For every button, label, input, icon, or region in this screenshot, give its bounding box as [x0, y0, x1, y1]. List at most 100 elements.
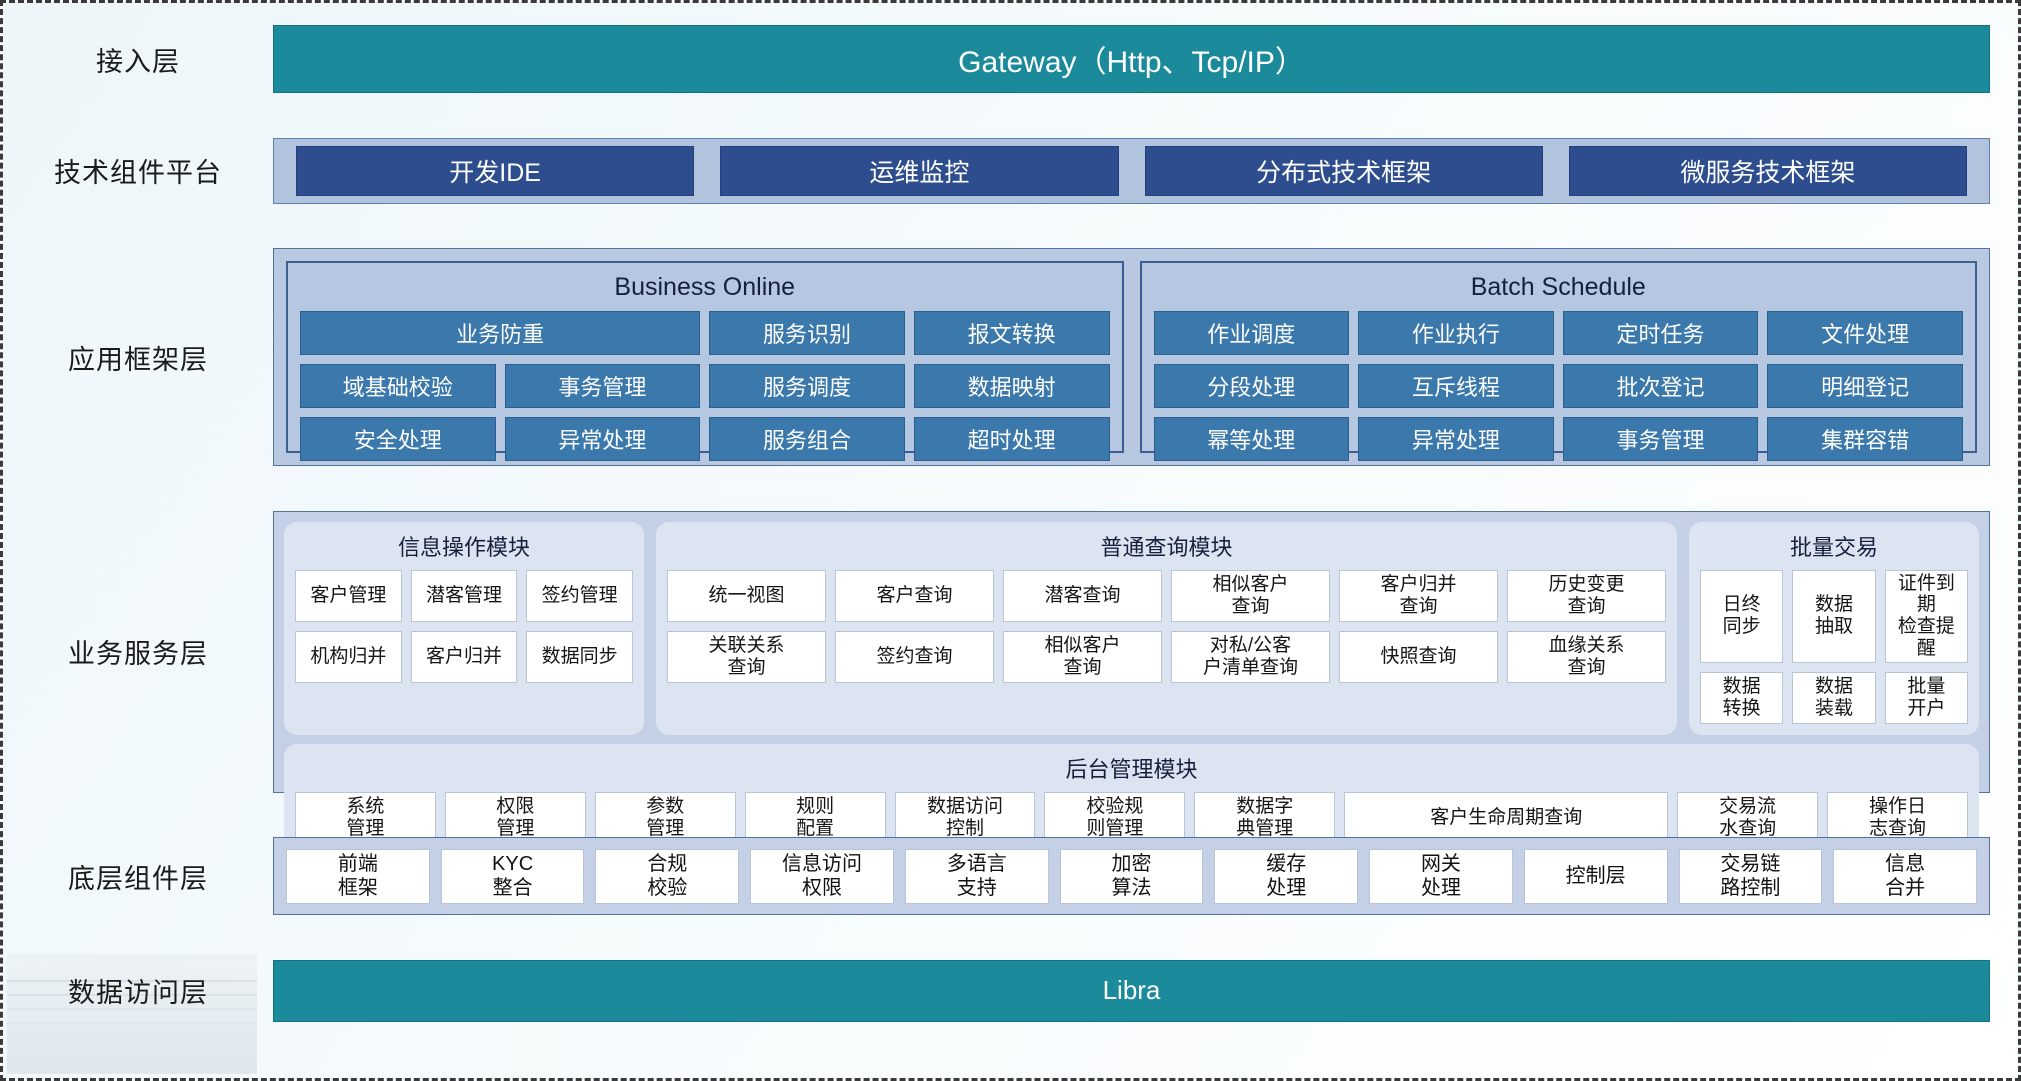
query-cell-0[interactable]: 统一视图: [667, 569, 826, 622]
bs-cell-3[interactable]: 文件处理: [1767, 311, 1963, 355]
component-cell-6[interactable]: 缓存处理: [1214, 849, 1359, 905]
bo-cell-4[interactable]: 事务管理: [504, 364, 701, 408]
business-online-grid: 业务防重 服务识别 报文转换 域基础校验 事务管理 服务调度 数据映射 安全处理…: [300, 311, 1110, 461]
batch-cell-0[interactable]: 日终同步: [1700, 569, 1784, 663]
batch-transaction-module: 批量交易 日终同步 数据抽取 证件到期检查提醒 数据转换 数据装载 批量开户: [1689, 521, 1979, 735]
query-cell-3[interactable]: 相似客户查询: [1171, 569, 1330, 622]
component-cell-9[interactable]: 交易链路控制: [1678, 849, 1823, 905]
bo-cell-10[interactable]: 超时处理: [913, 417, 1110, 461]
query-cell-5[interactable]: 历史变更查询: [1507, 569, 1666, 622]
bo-cell-6[interactable]: 数据映射: [913, 364, 1110, 408]
query-cell-6[interactable]: 关联关系查询: [667, 630, 826, 683]
info-cell-2[interactable]: 签约管理: [526, 569, 633, 622]
bs-cell-6[interactable]: 批次登记: [1562, 364, 1759, 408]
query-cell-9[interactable]: 对私/公客户清单查询: [1171, 630, 1330, 683]
business-service-body: 信息操作模块 客户管理 潜客管理 签约管理 机构归并 客户归并 数据同步 普通查…: [273, 510, 1990, 855]
bs-cell-9[interactable]: 异常处理: [1358, 417, 1554, 461]
tech-platform-body: 开发IDE 运维监控 分布式技术框架 微服务技术框架: [273, 137, 1990, 204]
batch-schedule-panel: Batch Schedule 作业调度 作业执行 定时任务 文件处理 分段处理 …: [1139, 261, 1977, 461]
app-framework-body: Business Online 业务防重 服务识别 报文转换 域基础校验 事务管…: [273, 248, 1990, 466]
bs-cell-0[interactable]: 作业调度: [1153, 311, 1350, 355]
admin-cell-2[interactable]: 参数管理: [594, 791, 736, 844]
tech-item-distributed-framework[interactable]: 分布式技术框架: [1144, 145, 1543, 196]
bs-cell-2[interactable]: 定时任务: [1562, 311, 1759, 355]
query-module-cells: 统一视图 客户查询 潜客查询 相似客户查询 客户归并查询 历史变更查询 关联关系…: [667, 569, 1666, 683]
batch-schedule-grid: 作业调度 作业执行 定时任务 文件处理 分段处理 互斥线程 批次登记 明细登记 …: [1153, 311, 1963, 461]
bo-cell-2[interactable]: 报文转换: [913, 311, 1110, 355]
component-cell-10[interactable]: 信息合并: [1833, 849, 1977, 905]
app-framework-panel: Business Online 业务防重 服务识别 报文转换 域基础校验 事务管…: [273, 248, 1990, 466]
bs-cell-11[interactable]: 集群容错: [1767, 417, 1963, 461]
business-online-title: Business Online: [614, 273, 796, 301]
bs-cell-10[interactable]: 事务管理: [1562, 417, 1759, 461]
query-cell-7[interactable]: 签约查询: [835, 630, 994, 683]
bo-cell-0[interactable]: 业务防重: [300, 311, 701, 355]
data-access-bar[interactable]: Libra: [273, 959, 1990, 1022]
batch-cell-1[interactable]: 数据抽取: [1792, 569, 1876, 663]
admin-cell-8[interactable]: 交易流水查询: [1677, 791, 1819, 844]
admin-module-cells: 系统管理 权限管理 参数管理 规则配置 数据访问控制 校验规则管理 数据字典管理…: [295, 791, 1968, 844]
access-layer-body: Gateway（Http、Tcp/IP）: [273, 25, 1990, 93]
batch-cell-2[interactable]: 证件到期检查提醒: [1884, 569, 1968, 663]
bs-cell-1[interactable]: 作业执行: [1358, 311, 1554, 355]
tech-item-ide[interactable]: 开发IDE: [296, 145, 695, 196]
component-cell-7[interactable]: 网关处理: [1369, 849, 1513, 905]
batch-module-cells: 日终同步 数据抽取 证件到期检查提醒 数据转换 数据装载 批量开户: [1700, 569, 1968, 724]
bs-cell-7[interactable]: 明细登记: [1767, 364, 1963, 408]
tech-item-microservice-framework[interactable]: 微服务技术框架: [1568, 145, 1967, 196]
admin-cell-0[interactable]: 系统管理: [295, 791, 436, 844]
batch-cell-4[interactable]: 数据装载: [1792, 671, 1876, 724]
info-cell-3[interactable]: 机构归并: [295, 630, 402, 683]
query-cell-10[interactable]: 快照查询: [1339, 630, 1498, 683]
component-cell-8[interactable]: 控制层: [1523, 849, 1668, 905]
bo-cell-1[interactable]: 服务识别: [709, 311, 905, 355]
bo-cell-8[interactable]: 异常处理: [504, 417, 701, 461]
query-cell-8[interactable]: 相似客户查询: [1003, 630, 1162, 683]
bo-cell-9[interactable]: 服务组合: [709, 417, 905, 461]
layer-label-component: 底层组件层: [68, 863, 208, 894]
gateway-bar[interactable]: Gateway（Http、Tcp/IP）: [273, 25, 1990, 93]
bo-cell-7[interactable]: 安全处理: [300, 417, 496, 461]
component-cell-2[interactable]: 合规校验: [595, 849, 740, 905]
component-cell-0[interactable]: 前端框架: [286, 849, 430, 905]
admin-management-module: 后台管理模块 系统管理 权限管理 参数管理 规则配置 数据访问控制 校验规则管理…: [284, 743, 1979, 855]
data-access-body: Libra: [273, 959, 1990, 1022]
bo-cell-3[interactable]: 域基础校验: [300, 364, 496, 408]
batch-schedule-title: Batch Schedule: [1470, 273, 1646, 301]
business-service-top-row: 信息操作模块 客户管理 潜客管理 签约管理 机构归并 客户归并 数据同步 普通查…: [284, 521, 1979, 735]
query-module-title: 普通查询模块: [1100, 534, 1233, 560]
bo-cell-5[interactable]: 服务调度: [709, 364, 905, 408]
admin-cell-7[interactable]: 客户生命周期查询: [1344, 791, 1669, 844]
component-cell-4[interactable]: 多语言支持: [904, 849, 1049, 905]
batch-cell-3[interactable]: 数据转换: [1700, 671, 1784, 724]
layer-label-business-service: 业务服务层: [68, 639, 208, 669]
admin-cell-9[interactable]: 操作日志查询: [1827, 791, 1968, 844]
query-cell-11[interactable]: 血缘关系查询: [1507, 630, 1666, 683]
admin-cell-5[interactable]: 校验规则管理: [1044, 791, 1186, 844]
bs-cell-4[interactable]: 分段处理: [1153, 364, 1350, 408]
admin-cell-3[interactable]: 规则配置: [744, 791, 886, 844]
component-cell-5[interactable]: 加密算法: [1059, 849, 1204, 905]
bs-cell-5[interactable]: 互斥线程: [1358, 364, 1554, 408]
query-cell-2[interactable]: 潜客查询: [1003, 569, 1162, 622]
admin-cell-6[interactable]: 数据字典管理: [1194, 791, 1336, 844]
info-cell-5[interactable]: 数据同步: [526, 630, 633, 683]
info-cell-0[interactable]: 客户管理: [295, 569, 402, 622]
admin-cell-1[interactable]: 权限管理: [444, 791, 586, 844]
admin-cell-4[interactable]: 数据访问控制: [894, 791, 1036, 844]
bs-cell-8[interactable]: 幂等处理: [1153, 417, 1350, 461]
component-cell-3[interactable]: 信息访问权限: [750, 849, 894, 905]
info-module-cells: 客户管理 潜客管理 签约管理 机构归并 客户归并 数据同步: [295, 569, 633, 683]
batch-cell-5[interactable]: 批量开户: [1884, 671, 1968, 724]
tech-item-ops-monitor[interactable]: 运维监控: [720, 145, 1119, 196]
query-cell-4[interactable]: 客户归并查询: [1339, 569, 1498, 622]
layer-label-app-framework: 应用框架层: [68, 344, 208, 375]
query-cell-1[interactable]: 客户查询: [835, 569, 994, 622]
admin-module-title: 后台管理模块: [1065, 756, 1198, 782]
info-cell-4[interactable]: 客户归并: [410, 630, 518, 683]
info-cell-1[interactable]: 潜客管理: [410, 569, 518, 622]
